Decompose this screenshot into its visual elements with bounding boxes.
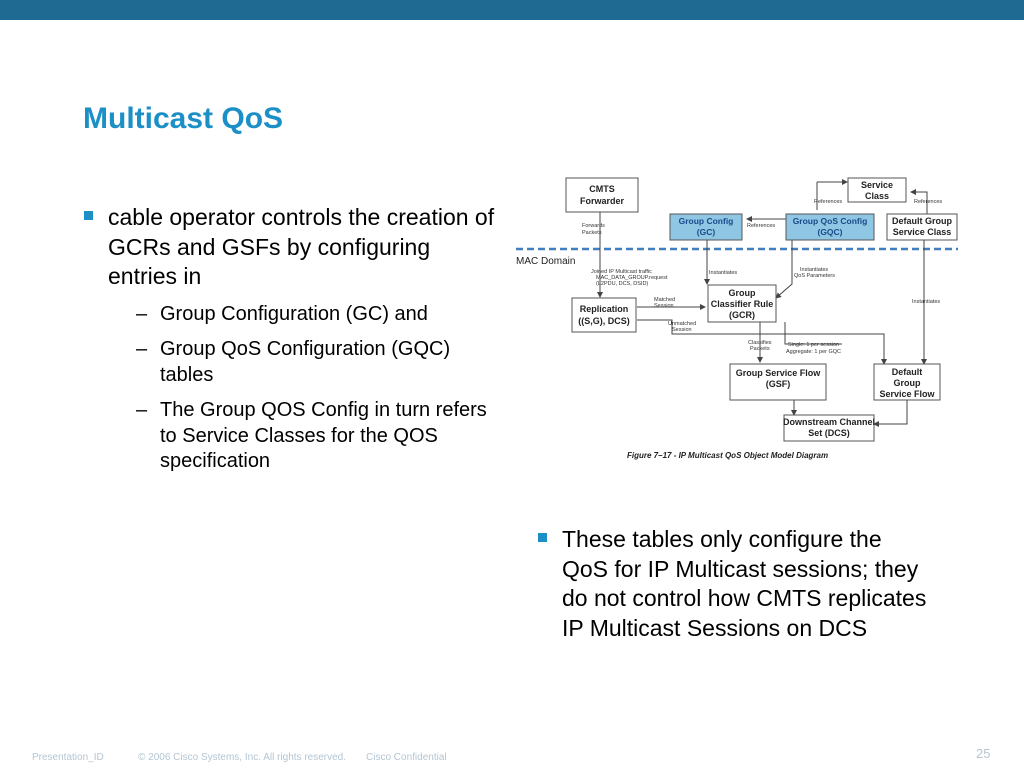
box-label: Group [894,378,921,388]
bullet-item: These tables only configure the QoS for … [538,525,928,643]
connector-label: Instantiates [912,299,940,305]
sub-bullet-text: Group QoS Configuration (GQC) tables [160,338,451,386]
bullet-square-icon [84,211,93,220]
connector-label: MAC_DATA_GROUP.request [596,275,668,281]
box-label: Default Group [892,216,953,226]
box-label: (GC) [697,227,716,237]
connector-label: QoS Parameters [794,273,835,279]
connector-label: Classifies [748,340,772,346]
box-label: Classifier Rule [711,299,774,309]
sub-bullet-item: – Group QoS Configuration (GQC) tables [84,337,504,388]
connector-label: Single: 1 per session [788,342,839,348]
mac-domain-label: MAC Domain [516,256,575,267]
default-group-service-flow-box [873,363,941,401]
sub-bullet-item: – The Group QOS Config in turn refers to… [84,398,504,475]
connector-label: Joined IP Multicast traffic [591,269,652,275]
bullet-text: These tables only configure the QoS for … [562,526,927,641]
connector-label: Instantiates [800,267,828,273]
connector-label: Matched [654,297,675,303]
box-label: Class [865,191,889,201]
box-label: Forwarder [580,196,625,206]
right-column: These tables only configure the QoS for … [538,525,928,643]
dash-marker: – [136,302,148,325]
dash-marker: – [136,338,148,360]
service-class-box [847,177,907,203]
box-label: Service [861,180,893,190]
box-label: Group [729,288,756,298]
page-number: 25 [976,746,991,761]
group-classifier-rule-box [707,284,777,323]
box-label: Group QoS Config [793,216,868,226]
connector-label: Packets [582,230,602,236]
footer-copyright: © 2006 Cisco Systems, Inc. All rights re… [138,752,347,763]
connector-label: Session [654,303,674,309]
box-label: Service Flow [879,389,935,399]
sub-bullet-text: The Group QOS Config in turn refers to S… [160,399,487,472]
sub-bullet-item: – Group Configuration (GC) and [84,302,504,328]
bullet-text: cable operator controls the creation of … [108,204,495,289]
box-label: Replication [580,304,629,314]
box-label: Default [892,367,923,377]
bullet-square-icon [538,533,547,542]
group-service-flow-box [729,363,827,401]
connector-label: References [814,199,842,205]
box-label: Group Config [679,216,734,226]
box-label: (GCR) [729,310,755,320]
connector-label: Packets [750,346,770,352]
replication-box [571,297,637,333]
downstream-channel-set-box [783,414,875,442]
connector-label: (L2PDU, DCS, DSID) [596,281,648,287]
box-label: Downstream Channel [783,417,875,427]
bullet-item: cable operator controls the creation of … [84,203,504,292]
connector-label: Unmatched [668,321,696,327]
connector-label: Aggregate: 1 per GQC [786,349,841,355]
dash-marker: – [136,399,148,421]
box-label: (GSF) [766,379,791,389]
cmts-forwarder-box [565,177,639,213]
connector-label: Instantiates [709,270,737,276]
connector-label: Forwards [582,223,605,229]
top-banner [0,0,1024,20]
left-column: cable operator controls the creation of … [84,203,504,475]
footer-presentation-id: Presentation_ID [32,752,104,763]
box-label: Set (DCS) [808,428,850,438]
box-label: Service Class [893,227,952,237]
box-label: CMTS [589,184,615,194]
footer-confidential: Cisco Confidential [366,752,447,763]
qos-object-model-diagram: MAC Domain CMTS Forwarder Service Class … [516,177,958,460]
figure-caption: Figure 7–17 - IP Multicast QoS Object Mo… [627,451,828,460]
group-qos-config-box [785,213,875,241]
box-label: ((S,G), DCS) [578,316,630,326]
connector-label: Session [672,327,692,333]
sub-bullet-text: Group Configuration (GC) and [160,302,428,325]
slide-title: Multicast QoS [83,102,284,135]
group-config-box [669,213,743,241]
connector-label: References [914,199,942,205]
box-label: Group Service Flow [736,368,822,378]
default-group-service-class-box [886,213,958,241]
connector-label: References [747,223,775,229]
box-label: (GQC) [817,227,842,237]
